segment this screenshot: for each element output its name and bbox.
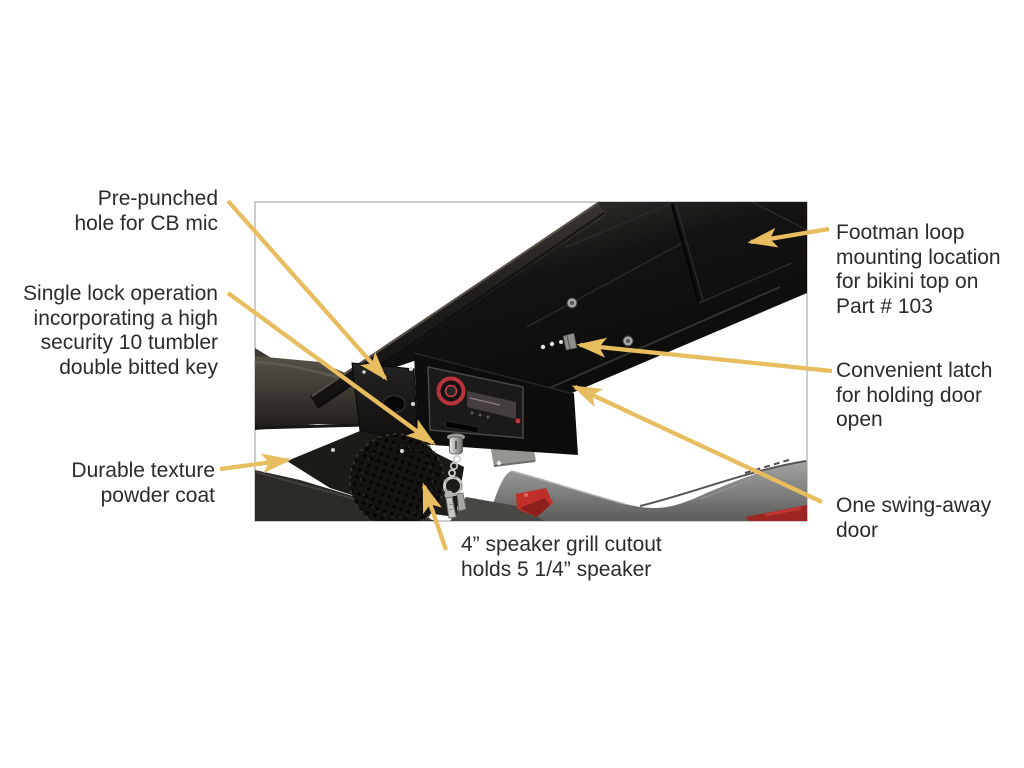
callout-single-lock: Single lock operation incorporating a hi… [23, 282, 218, 379]
cd-slot [445, 420, 479, 434]
callout-footman-loop: Footman loop mounting location for bikin… [836, 221, 1001, 318]
key [456, 492, 467, 512]
product-photo [255, 202, 807, 521]
arrow-footman-loop [747, 226, 830, 248]
panel-screw [622, 335, 634, 347]
arrow-door-latch [576, 337, 833, 374]
console-body [310, 202, 807, 398]
speaker-grill-panel [287, 431, 464, 521]
arrow-powder-coat [219, 453, 292, 474]
callout-arrows [219, 199, 833, 551]
callout-cb-mic-hole: Pre-punched hole for CB mic [74, 187, 218, 235]
red-latch [516, 488, 553, 517]
key [444, 490, 457, 519]
arrow-single-lock [226, 291, 437, 446]
lock-and-keys [443, 433, 467, 519]
panel-screw [566, 297, 578, 309]
volume-knob [436, 376, 466, 406]
door-latch-hardware [540, 332, 578, 351]
stereo-head-unit [413, 352, 578, 455]
callout-speaker-grill: 4” speaker grill cutout holds 5 1/4” spe… [461, 533, 662, 581]
callout-door-latch: Convenient latch for holding door open [836, 359, 993, 431]
callout-powder-coat: Durable texture powder coat [71, 459, 215, 507]
arrow-cb-mic-hole [226, 199, 388, 381]
windshield-frame [450, 458, 807, 521]
speaker-grill [349, 433, 445, 521]
stereo-display [467, 391, 521, 424]
red-latch-corner [745, 505, 807, 521]
callout-swing-door: One swing-away door [836, 494, 992, 542]
arrow-speaker-grill [421, 482, 449, 551]
arrow-swing-door [571, 385, 823, 504]
